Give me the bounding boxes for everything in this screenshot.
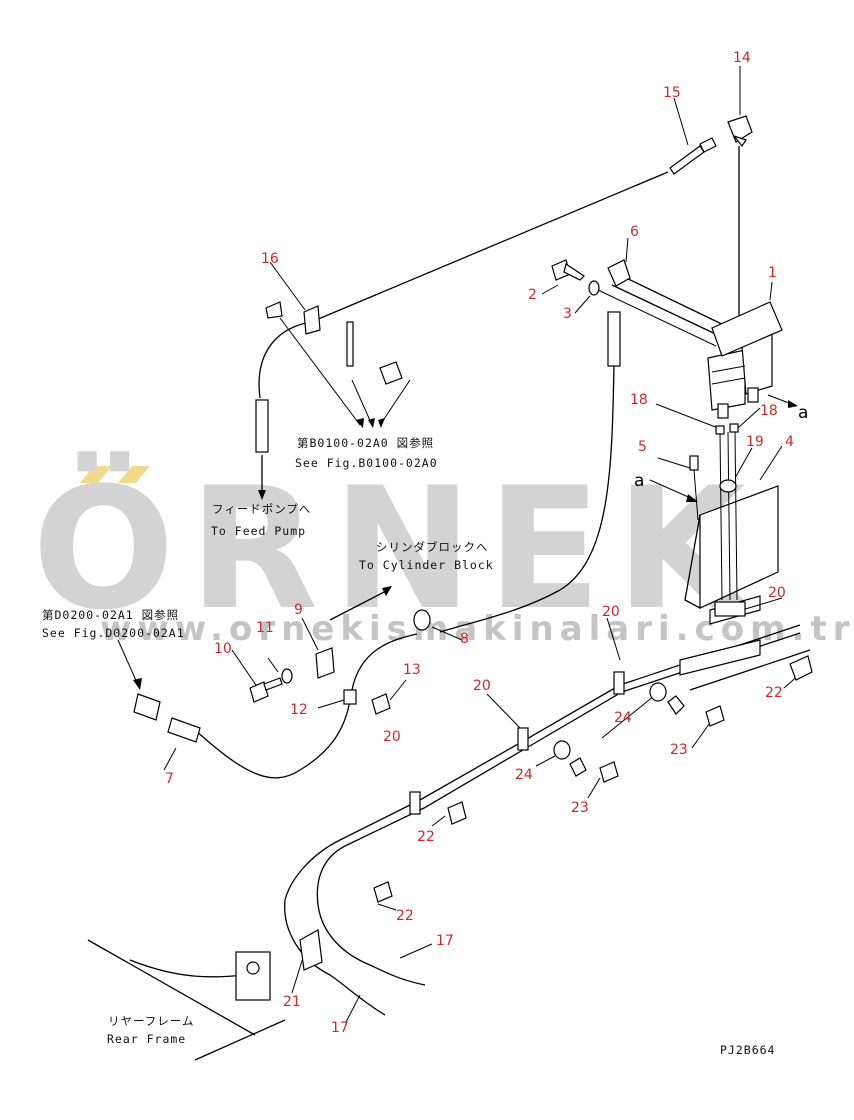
part-13-bolt[interactable] (371, 693, 391, 715)
part-20-clamp-upper[interactable] (714, 601, 746, 617)
note-cyl-block-jp: シリンダブロックへ (376, 540, 489, 554)
callout-20-lower[interactable]: 20 (383, 729, 401, 745)
callout-19[interactable]: 19 (746, 434, 764, 450)
part-connector-cylinder-pipe[interactable] (607, 311, 621, 367)
part-23-bolt-right[interactable] (667, 695, 725, 727)
part-15-hose-fitting[interactable] (669, 137, 717, 175)
callout-12[interactable]: 12 (290, 702, 308, 718)
part-6-banjo-fitting[interactable] (607, 259, 631, 287)
part-22-bolt-left[interactable] (447, 801, 467, 825)
note-fig-d0200-jp: 第D0200-02A1 図参照 (42, 608, 179, 622)
watermark: ÖRNEK www.ornekismakinalari.com.tr (32, 451, 849, 649)
part-16-clamp[interactable] (265, 301, 403, 385)
watermark-brand: ÖRNEK (32, 451, 760, 647)
part-24-spacer-mid[interactable] (553, 740, 571, 760)
part-18-clips[interactable] (715, 423, 739, 435)
part-11-washer[interactable] (281, 668, 293, 684)
drawing-code: PJ2B664 (720, 1043, 775, 1057)
note-rear-frame-en: Rear Frame (107, 1032, 186, 1046)
part-feed-pump-connector[interactable] (255, 399, 269, 453)
part-23-bolt-mid[interactable] (569, 757, 619, 783)
part-14-elbow[interactable] (727, 115, 753, 148)
callout-20-bracket[interactable]: 20 (768, 585, 786, 601)
note-rear-frame-jp: リヤーフレーム (108, 1014, 194, 1028)
callouts: 14 15 16 6 1 2 3 a 18 18 5 19 4 a 20 20 … (165, 50, 808, 1036)
part-3-washer[interactable] (588, 280, 600, 296)
callout-22-right[interactable]: 22 (765, 685, 783, 701)
part-22-bolt-lower[interactable] (373, 881, 393, 903)
callout-5[interactable]: 5 (638, 439, 647, 455)
callout-1[interactable]: 1 (768, 265, 777, 281)
note-fig-b0100-jp: 第B0100-02A0 図参照 (297, 436, 434, 450)
part-22-bolt-right[interactable] (789, 655, 813, 681)
callout-2[interactable]: 2 (528, 287, 537, 303)
callout-a-left[interactable]: a (634, 471, 644, 491)
part-24-spacer-right[interactable] (649, 682, 667, 702)
callout-11[interactable]: 11 (256, 620, 274, 636)
callout-24-mid[interactable]: 24 (515, 767, 533, 783)
part-8-washer[interactable] (413, 609, 431, 631)
part-9-clamp[interactable] (315, 647, 335, 679)
part-10-bolt[interactable] (249, 677, 283, 703)
part-20-clamp-left[interactable] (409, 791, 421, 815)
callout-16[interactable]: 16 (261, 251, 279, 267)
note-cyl-block-en: To Cylinder Block (359, 558, 494, 572)
callout-15[interactable]: 15 (663, 85, 681, 101)
callout-13[interactable]: 13 (403, 662, 421, 678)
part-frame-plate[interactable] (235, 951, 271, 1001)
part-12-clamp[interactable] (343, 689, 357, 705)
part-7-hose-end[interactable] (133, 693, 201, 743)
callout-10[interactable]: 10 (214, 641, 232, 657)
callout-18-left[interactable]: 18 (630, 392, 648, 408)
callout-22-left[interactable]: 22 (417, 829, 435, 845)
callout-23-right[interactable]: 23 (670, 742, 688, 758)
note-feed-pump-en: To Feed Pump (211, 524, 306, 538)
callout-17-lower[interactable]: 17 (331, 1020, 349, 1036)
callout-20-pipe-right[interactable]: 20 (602, 604, 620, 620)
part-20-clamp-mid-right[interactable] (613, 671, 625, 695)
note-feed-pump-jp: フィードポンプへ (212, 502, 311, 516)
callout-14[interactable]: 14 (733, 50, 751, 66)
callout-21[interactable]: 21 (283, 994, 301, 1010)
drawing-lines (87, 66, 811, 1061)
callout-6[interactable]: 6 (630, 224, 639, 240)
callout-7[interactable]: 7 (165, 771, 174, 787)
callout-18-right[interactable]: 18 (760, 403, 778, 419)
callout-20-pipe-mid[interactable]: 20 (473, 678, 491, 694)
notes: 第B0100-02A0 図参照 See Fig.B0100-02A0 フィードポ… (42, 436, 775, 1057)
part-1-fuel-filter[interactable] (707, 301, 783, 419)
callout-3[interactable]: 3 (563, 306, 572, 322)
callout-a-right[interactable]: a (798, 403, 808, 423)
note-fig-b0100-en: See Fig.B0100-02A0 (295, 456, 438, 470)
watermark-umlaut-left (80, 466, 112, 483)
callout-23-mid[interactable]: 23 (571, 800, 589, 816)
callout-8[interactable]: 8 (460, 631, 469, 647)
part-5-bolt[interactable] (689, 455, 699, 521)
part-2-bolt[interactable] (551, 259, 585, 281)
callout-22-lower[interactable]: 22 (396, 908, 414, 924)
part-21-clip[interactable] (299, 929, 323, 971)
callout-24-right[interactable]: 24 (614, 710, 632, 726)
part-20-clamp-mid[interactable] (517, 727, 529, 751)
callout-17-upper[interactable]: 17 (436, 933, 454, 949)
note-fig-d0200-en: See Fig.D0200-02A1 (42, 626, 185, 640)
part-19-grommet[interactable] (719, 479, 737, 493)
callout-4[interactable]: 4 (785, 434, 794, 450)
callout-9[interactable]: 9 (294, 602, 303, 618)
watermark-umlaut-right (118, 466, 150, 483)
